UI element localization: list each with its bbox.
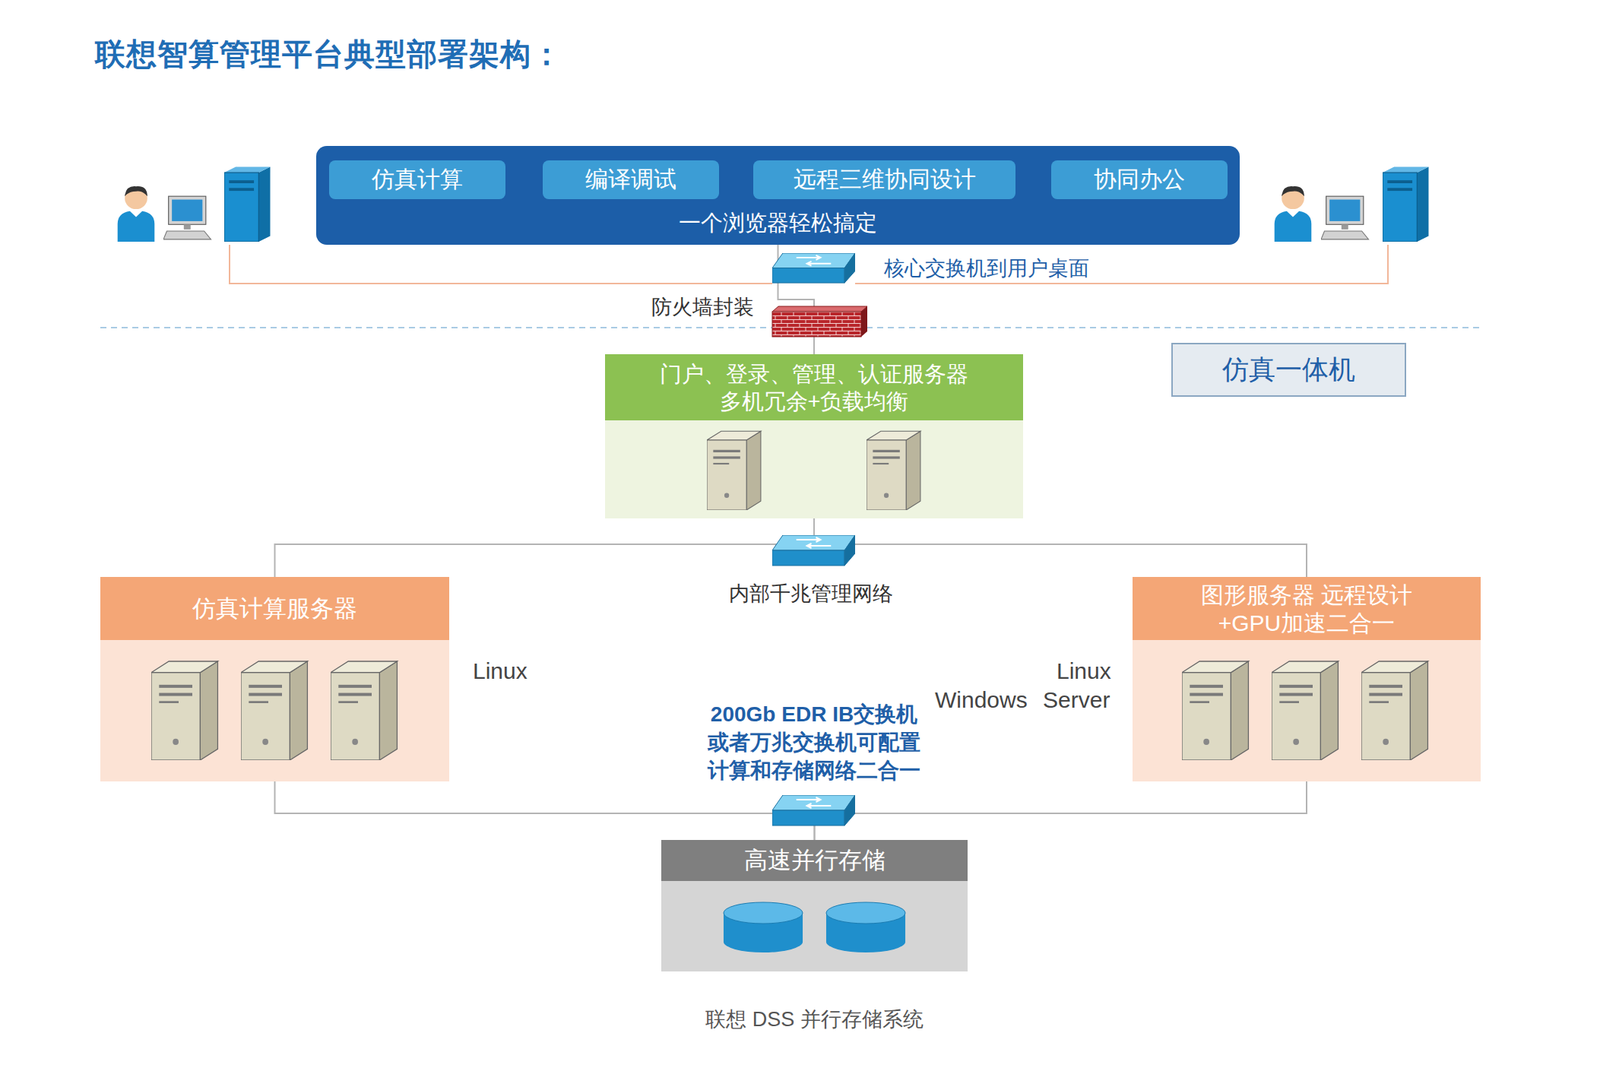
feature-button: 编译调试 [542, 160, 720, 200]
user-monitor [1321, 196, 1369, 240]
network-link [814, 781, 1308, 840]
diagram-title: 联想智算管理平台典型部署架构： [95, 33, 563, 76]
annotation-label: Linux [472, 658, 528, 685]
feature-button: 远程三维协同设计 [753, 160, 1016, 200]
user-tower [224, 167, 270, 242]
node-text: 门户、登录、管理、认证服务器 多机冗余+负载均衡 [650, 360, 978, 416]
feature-button: 协同办公 [1051, 160, 1228, 200]
node-caption: 联想 DSS 并行存储系统 [547, 1005, 1082, 1033]
node-text: 编译调试 [585, 164, 677, 196]
user-monitor [163, 196, 212, 240]
network-link [814, 518, 1307, 577]
firewall [772, 311, 862, 337]
node-text: 仿真计算服务器 [192, 592, 358, 625]
annotation-label: 内部千兆管理网络 [728, 579, 894, 608]
header-band: 图形服务器 远程设计+GPU加速二合一 [1132, 576, 1481, 640]
feature-button: 仿真计算 [329, 160, 506, 200]
node-text: 高速并行存储 [744, 844, 886, 877]
graphics-server-group: 图形服务器 远程设计+GPU加速二合一 [1132, 576, 1481, 782]
zone-divider [100, 326, 1480, 329]
network-link [275, 518, 815, 577]
user-person [1274, 186, 1312, 242]
firewall-top [772, 306, 868, 312]
node-text: 图形服务器 远程设计+GPU加速二合一 [1154, 580, 1459, 637]
annotation-label: Windows Server [934, 687, 1110, 713]
browser-banner: 一个浏览器轻松搞定 仿真计算 编译调试 远程三维协同设计 协同办公 [316, 145, 1240, 245]
header-band: 仿真计算服务器 [100, 576, 450, 640]
ib-switch [772, 795, 856, 826]
user-person [117, 186, 156, 242]
compute-server-group: 仿真计算服务器 [100, 576, 450, 782]
user-link-line [855, 244, 1388, 284]
core-switch [772, 253, 856, 283]
node-text: 仿真一体机 [1222, 351, 1356, 388]
node-text: 协同办公 [1093, 164, 1185, 196]
storage-box: 高速并行存储联想 DSS 并行存储系统 [661, 839, 968, 972]
node-text: 远程三维协同设计 [793, 164, 976, 196]
annotation-label: 核心交换机到用户桌面 [883, 254, 1090, 282]
user-tower [1382, 167, 1429, 242]
tag-box: 仿真一体机 [1171, 342, 1407, 397]
firewall-side [861, 306, 868, 337]
annotation-label: 防火墙封装 [651, 293, 755, 321]
network-link [778, 244, 815, 355]
node-text: 仿真计算 [371, 164, 463, 196]
portal-server-group: 门户、登录、管理、认证服务器 多机冗余+负载均衡 [605, 354, 1024, 519]
annotation-label: Linux [1056, 658, 1112, 685]
network-note: 200Gb EDR IB交换机 或者万兆交换机可配置 计算和存储网络二合一 [703, 700, 925, 785]
internal-switch [772, 535, 856, 566]
header-band: 门户、登录、管理、认证服务器 多机冗余+负载均衡 [605, 354, 1024, 421]
node-text: 一个浏览器轻松搞定 [316, 208, 1240, 239]
network-link [275, 781, 815, 840]
header-band: 高速并行存储 [661, 839, 968, 881]
user-link-line [229, 244, 773, 284]
